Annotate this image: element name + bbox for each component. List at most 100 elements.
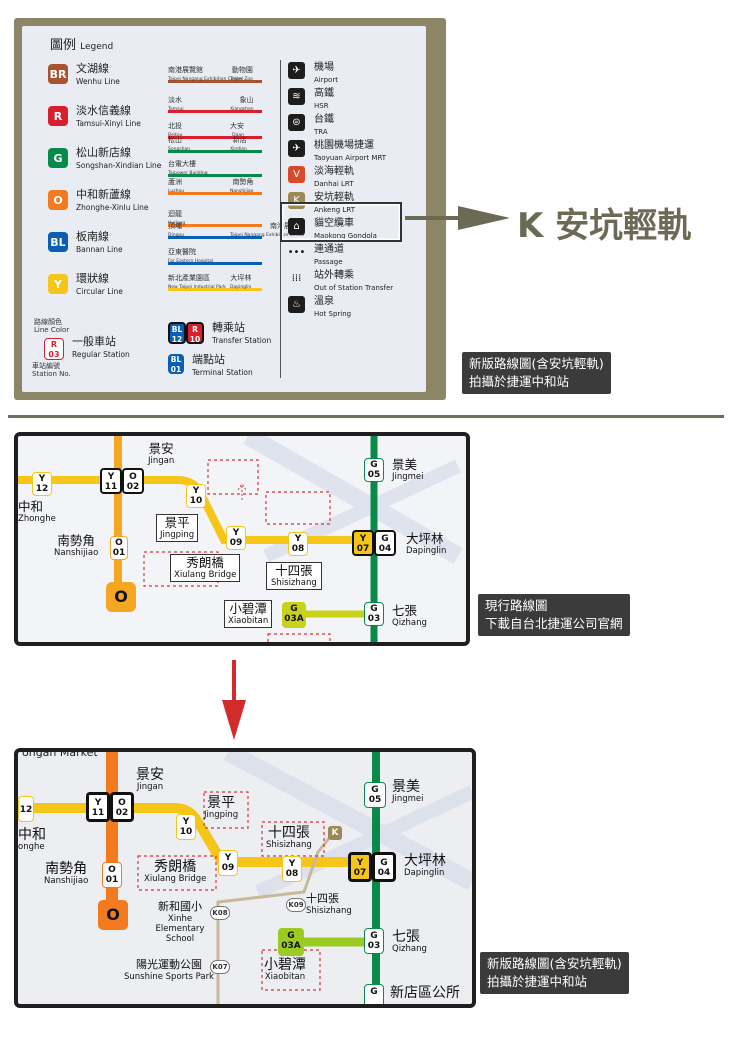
line-badge-y: Y xyxy=(48,274,68,294)
line-sample-bar xyxy=(168,288,262,291)
line-badge-br: BR xyxy=(48,64,68,84)
ankeng-k-badge: K xyxy=(328,826,342,840)
line-badge-g: G xyxy=(48,148,68,168)
line-sample-bar xyxy=(168,262,262,265)
new-map-top-text: ongan Market xyxy=(22,748,98,759)
line-badge-o: O xyxy=(48,190,68,210)
caption-new-map-top: 新版路線圖(含安坑輕軌)拍攝於捷運中和站 xyxy=(462,352,611,394)
line-badge-r: R xyxy=(48,106,68,126)
station-xindian-district-office: 新店區公所 xyxy=(390,985,460,1001)
gondola-icon: ⌂ xyxy=(288,218,305,235)
ankeng-lrt-icon: K xyxy=(288,192,305,209)
hsr-icon: ≋ xyxy=(288,88,305,105)
down-arrow-icon xyxy=(222,700,246,740)
ankeng-highlight-box xyxy=(280,202,402,242)
caption-new-map-bottom: 新版路線圖(含安坑輕軌)拍攝於捷運中和站 xyxy=(480,952,629,994)
tra-icon: ⊜ xyxy=(288,114,305,131)
station-code-k08: K08 xyxy=(210,906,230,920)
out-of-station-icon: ⁞⁞⁞ xyxy=(291,273,302,284)
callout-arrow-shaft xyxy=(405,216,465,220)
hot-spring-icon: ♨ xyxy=(288,296,305,313)
station-code-g02-new: G xyxy=(364,984,384,1004)
legend-title: 圖例 Legend xyxy=(50,38,114,53)
station-code-y12-new: 12 xyxy=(18,796,34,822)
line-sample-bar xyxy=(168,224,262,227)
section-divider xyxy=(8,415,724,418)
line-sample-bar xyxy=(168,236,262,239)
down-arrow-shaft xyxy=(232,660,236,716)
line-sample-bar xyxy=(168,174,262,177)
callout-ankeng-lrt: K 安坑輕軌 xyxy=(517,206,692,246)
caption-current-map: 現行路線圖下載自台北捷運公司官網 xyxy=(478,594,630,636)
station-code-k07: K07 xyxy=(210,960,230,974)
line-sample-bar xyxy=(168,192,262,195)
airport-mrt-icon: ✈ xyxy=(288,140,305,157)
